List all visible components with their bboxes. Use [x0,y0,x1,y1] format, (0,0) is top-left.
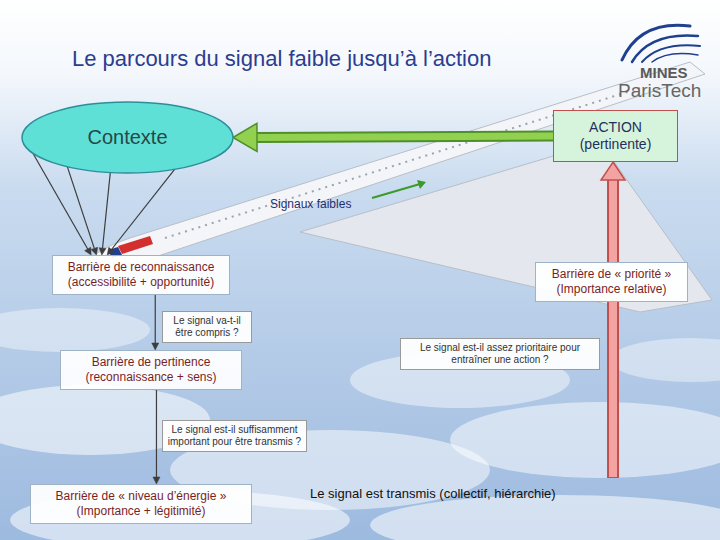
node-text: Le signal est-il suffisamment important … [167,424,302,448]
question-box: Le signal va-t-il être compris ? [162,311,252,343]
node-text: ACTION (pertinente) [560,119,671,153]
barrier-box: Barrière de reconnaissance (accessibilit… [52,255,230,295]
priority-shaft [613,301,614,478]
node-text: Le signal va-t-il être compris ? [167,315,247,339]
node-text: Barrière de « niveau d’énergie » (Import… [36,489,246,519]
ellipse-shape [22,102,233,173]
connector-line [112,169,175,249]
cloud [610,338,720,382]
node-text: Barrière de pertinence (reconnaissance +… [66,355,236,385]
connector-line [67,167,94,249]
logo-curve [652,54,698,62]
shaft-line [609,301,617,477]
connector [152,295,159,350]
action-box: ACTION (pertinente) [553,110,678,162]
node-text: Barrière de « priorité » (Importance rel… [541,267,682,297]
question-box: Le signal est-il suffisamment important … [162,420,307,452]
shaft-outline [607,301,619,478]
connector-head [99,248,106,255]
connector-head [107,247,114,255]
connector [601,162,625,262]
logo-swirl [622,25,700,62]
connector-head [85,247,92,255]
connector [107,169,175,255]
barrier-box: Barrière de « priorité » (Importance rel… [535,262,688,302]
leader-head [417,180,426,189]
connector-line [155,295,156,343]
slide-title: Le parcours du signal faible jusqu’à l’a… [72,46,491,72]
node-text: Le signal est-il assez prioritaire pour … [405,342,595,366]
connector-head [91,247,98,255]
leader-line [372,180,426,198]
barrier-box: Barrière de « niveau d’énergie » (Import… [30,484,252,524]
cloud [0,308,150,352]
connector [153,390,160,484]
connector-head [233,123,257,151]
leader-line [372,184,420,198]
node-text: Contexte [87,126,167,149]
connector-line [609,180,617,262]
connector-line [257,136,553,137]
connector-outline [257,136,553,137]
context-ellipse: Contexte [20,100,235,175]
logo-text: ParisTech [618,80,701,102]
connector-line [156,390,157,477]
logo-curve [622,25,690,60]
connector-outline [607,180,619,262]
cloud [370,495,720,540]
cloud [450,402,720,478]
barrier-box: Barrière de pertinence (reconnaissance +… [60,350,242,390]
connector-line [103,173,111,249]
signal-label: Signaux faibles [270,197,351,211]
connector [99,173,110,255]
connector-head [152,343,159,350]
logo-curve [642,45,700,62]
connector [233,123,553,151]
plane-stripe [118,236,153,254]
connector-head [153,477,160,484]
logo-text: MINES [640,64,688,81]
connector [67,167,97,255]
connector-head [601,162,625,180]
note-text: Le signal est transmis (collectif, hiéra… [310,486,556,501]
node-text: Barrière de reconnaissance (accessibilit… [58,260,224,290]
question-box: Le signal est-il assez prioritaire pour … [400,338,600,370]
